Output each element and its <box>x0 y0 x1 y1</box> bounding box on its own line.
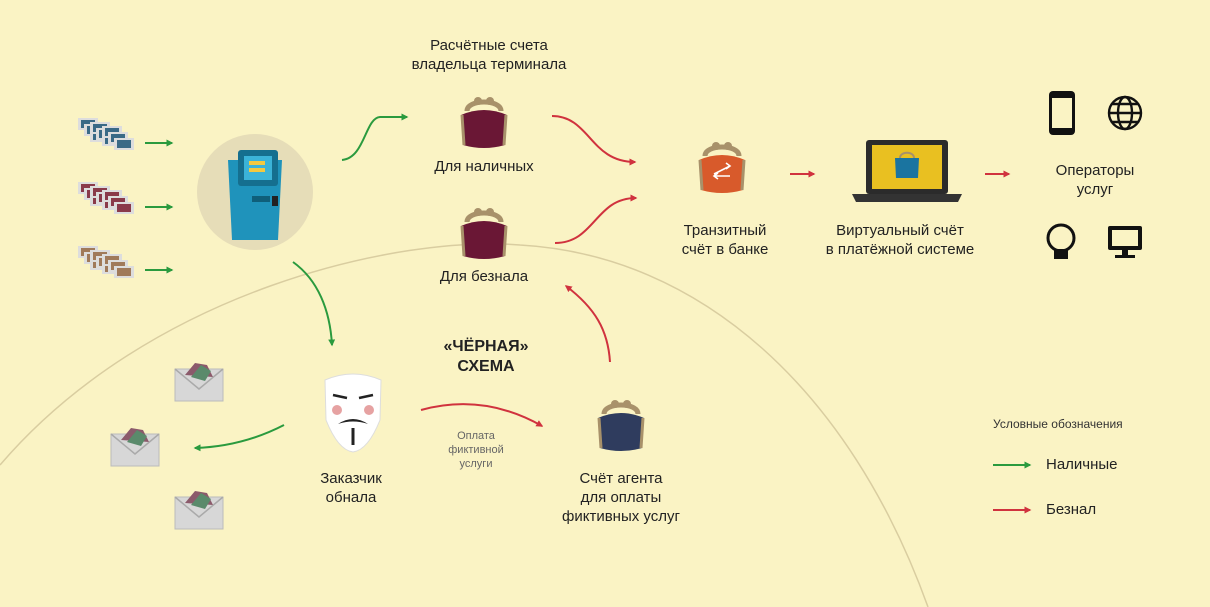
banknotes-icon <box>78 246 134 278</box>
agent-wallet-icon <box>598 400 644 451</box>
operators-label: Операторы услуг <box>1055 162 1135 198</box>
noncash-arrow <box>551 115 637 166</box>
monitor-icon <box>1108 226 1142 258</box>
fake-payment-label: Оплата фиктивной услуги <box>448 430 504 470</box>
payment-terminal-icon <box>197 134 313 250</box>
legend-title: Условные обозначения <box>993 417 1123 431</box>
lightbulb-icon <box>1046 223 1076 259</box>
envelope-money-icon <box>174 362 224 402</box>
cash-arrow <box>292 261 336 347</box>
transit-wallet-icon <box>699 142 745 193</box>
noncash-account-label: Для безнала <box>439 268 529 285</box>
banknotes-icon <box>78 182 134 214</box>
cash-arrow <box>193 424 285 452</box>
globe-icon <box>1107 95 1143 131</box>
envelope-money-icon <box>174 490 224 530</box>
cash-account-label: Для наличных <box>434 158 534 175</box>
cash-arrow <box>341 113 409 161</box>
smartphone-icon <box>1049 91 1075 135</box>
guy-fawkes-mask-icon <box>324 373 382 453</box>
legend-cash-label: Наличные <box>1046 456 1118 473</box>
noncash-arrow <box>554 194 638 244</box>
customer-label: Заказчик обнала <box>320 470 382 506</box>
scheme-boundary <box>0 243 929 607</box>
banknotes-icon <box>78 118 134 150</box>
virtual-account-label: Виртуальный счёт в платёжной системе <box>825 222 975 258</box>
transit-account-label: Транзитный счёт в банке <box>681 222 769 258</box>
laptop-icon <box>852 140 962 202</box>
wallet-icon <box>461 208 507 259</box>
noncash-arrow <box>420 403 544 427</box>
envelope-money-icon <box>110 427 160 467</box>
black-scheme-label: «ЧЁРНАЯ» СХЕМА <box>443 338 529 375</box>
legend-noncash-label: Безнал <box>1046 501 1097 518</box>
wallet-icon <box>461 97 507 148</box>
agent-account-label: Счёт агента для оплаты фиктивных услуг <box>562 470 680 525</box>
noncash-arrow <box>564 285 611 363</box>
accounts-title: Расчётные счета владельца терминала <box>411 37 567 73</box>
